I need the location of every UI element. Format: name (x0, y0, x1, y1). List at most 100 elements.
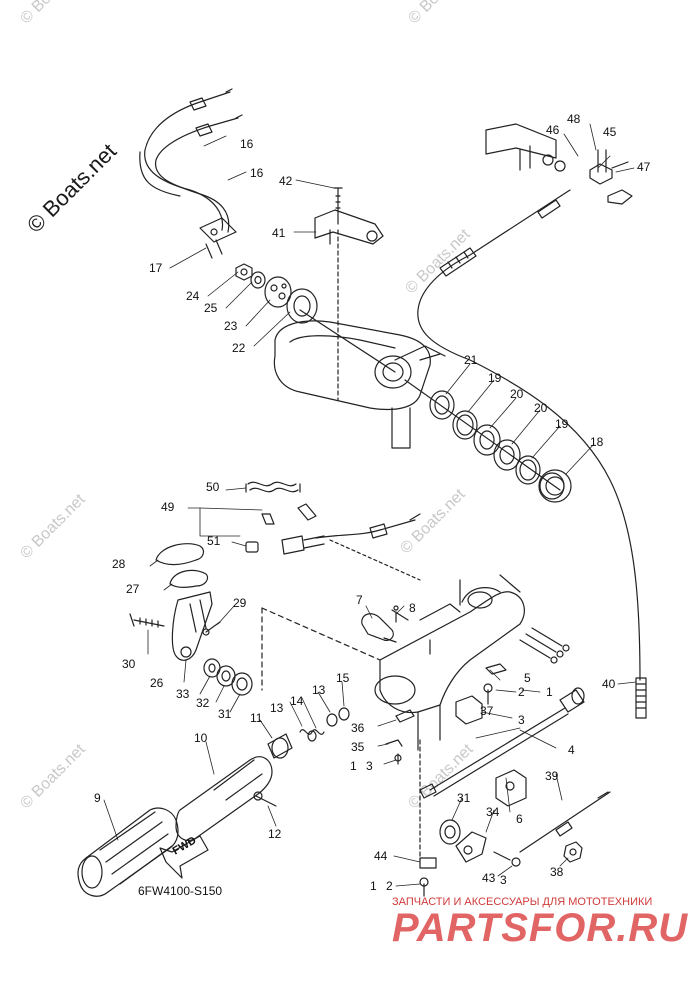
bracket-26 (171, 591, 213, 661)
throttle-cable-4 (419, 687, 585, 799)
clip-51 (245, 541, 259, 553)
callout-label: 50 (206, 480, 220, 494)
collar-11 (267, 733, 293, 759)
callout-label: 32 (196, 696, 210, 710)
leader-line (404, 379, 561, 491)
cable-clamp-17 (199, 217, 237, 259)
callout-label: 40 (602, 677, 616, 691)
callout-label: 30 (122, 657, 136, 671)
plate-20 (473, 424, 501, 456)
callout-label: 36 (351, 721, 365, 735)
bolt-2-lower (419, 877, 429, 897)
callout-label: 18 (590, 435, 604, 449)
callout-label: 33 (176, 687, 190, 701)
callout-label: 27 (126, 582, 140, 596)
cable-holder-6 (495, 769, 527, 807)
throttle-shaft-10 (175, 756, 273, 841)
bolt-2 (483, 683, 493, 705)
grip-9 (77, 807, 179, 897)
callout-label: 1 (546, 685, 553, 699)
leader-line (261, 607, 381, 661)
stop-switch (281, 513, 421, 555)
control-cable (417, 189, 641, 681)
callout-label: 46 (546, 123, 560, 137)
callout-label: 13 (312, 683, 326, 697)
callout-label: 31 (457, 791, 471, 805)
cap-27 (169, 569, 209, 588)
callout-label: 23 (224, 319, 238, 333)
callout-label: 26 (150, 676, 164, 690)
callout-label: 43 (482, 871, 496, 885)
cable-ends (519, 627, 570, 664)
callout-label: 44 (374, 849, 388, 863)
callout-label: 12 (268, 827, 282, 841)
callout-label: 25 (204, 301, 218, 315)
callout-label: 48 (567, 112, 581, 126)
callout-label: 2 (518, 685, 525, 699)
callout-label: 45 (603, 125, 617, 139)
bushing-31 (231, 672, 253, 696)
shop-logo: PARTSFOR.RU (392, 906, 689, 950)
callout-label: 49 (161, 500, 175, 514)
fwd-arrow (159, 835, 209, 879)
callout-label: 37 (480, 704, 494, 718)
callout-label: 35 (351, 740, 365, 754)
callout-label: 17 (149, 261, 163, 275)
shop-tagline: ЗАПЧАСТИ И АКСЕССУАРЫ ДЛЯ МОТОТЕХНИКИ (392, 896, 653, 908)
plate-23 (264, 276, 292, 308)
bracket-41 (314, 209, 384, 245)
callout-label: 41 (272, 226, 286, 240)
bushing-31b (439, 819, 461, 845)
leader-line (299, 309, 396, 373)
callout-label: 1 (350, 759, 357, 773)
washer-25 (250, 271, 266, 289)
callout-label: 21 (464, 353, 478, 367)
callout-label: 16 (240, 137, 254, 151)
friction-knob-7 (361, 605, 399, 643)
callout-label: 20 (534, 401, 548, 415)
springs-13-14 (299, 707, 350, 742)
callout-label: 47 (637, 160, 651, 174)
callout-label: 20 (510, 387, 524, 401)
linkage-assembly (485, 123, 633, 205)
callout-label: 2 (386, 879, 393, 893)
plate-44 (419, 857, 437, 869)
callout-label: 24 (186, 289, 200, 303)
washer-19 (515, 455, 541, 485)
leader-line (329, 539, 421, 581)
callout-label: 22 (232, 341, 246, 355)
joint-38 (563, 841, 583, 863)
callout-label: 15 (336, 671, 350, 685)
bracket-37 (455, 695, 483, 725)
bottom-cowling-bracket (273, 320, 446, 449)
bolt-12 (253, 791, 277, 807)
callout-label: 19 (555, 417, 569, 431)
callout-label: 19 (488, 371, 502, 385)
throttle-cables (139, 88, 243, 233)
callout-label: 14 (290, 694, 304, 708)
plate-20 (493, 439, 521, 471)
callout-label: 7 (356, 593, 363, 607)
callout-label: 5 (524, 671, 531, 685)
callout-label: 8 (409, 601, 416, 615)
link-rod-39 (519, 791, 611, 853)
stop-switch-lanyard (245, 481, 317, 525)
grommet-5 (485, 663, 507, 675)
bolt-30 (129, 613, 165, 628)
callout-leaders (103, 123, 637, 887)
washer-21 (429, 390, 455, 420)
callout-label: 3 (366, 759, 373, 773)
bushing-18 (538, 469, 572, 503)
callout-label: 31 (218, 707, 232, 721)
callout-label: 11 (250, 711, 263, 725)
cap-28 (155, 543, 205, 566)
callout-label: 3 (518, 713, 525, 727)
callout-label: 28 (112, 557, 126, 571)
clip-36-35 (385, 709, 415, 765)
cable-end-40 (635, 677, 647, 719)
callout-label: 42 (279, 174, 293, 188)
callout-label: 13 (270, 701, 284, 715)
screw-29 (202, 621, 221, 636)
callout-label: 3 (500, 873, 507, 887)
